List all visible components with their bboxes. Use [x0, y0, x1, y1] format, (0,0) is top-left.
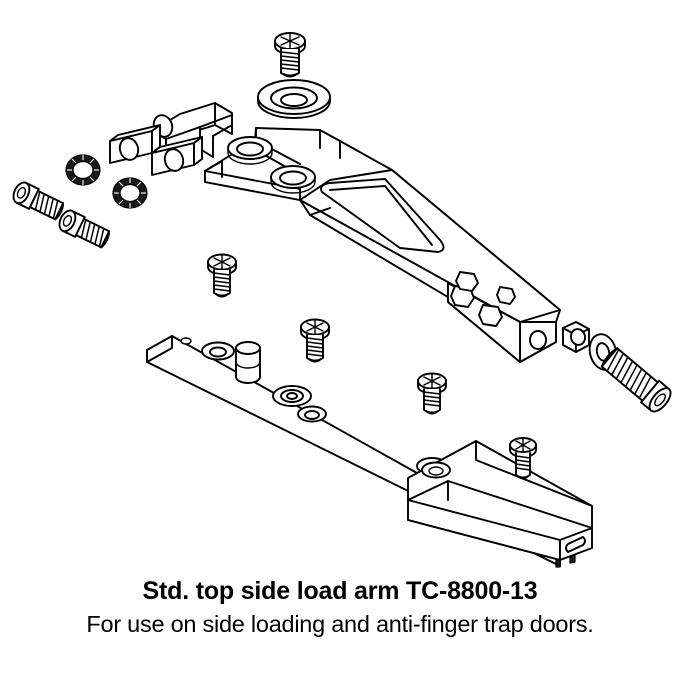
phillips-pan-head-screw-top — [274, 32, 306, 78]
caption-subtitle: For use on side loading and anti-finger … — [86, 611, 594, 637]
main-arm-body — [204, 127, 561, 341]
channel-shoe-bracket — [407, 440, 593, 568]
socket-head-screw-upper-left — [12, 181, 65, 221]
long-socket-head-screw-right — [600, 347, 672, 413]
phillips-screw-center-lower — [417, 372, 447, 415]
phillips-screw-shoe — [509, 437, 537, 480]
flat-washer-top — [257, 79, 331, 119]
link-bar-lower — [151, 136, 203, 176]
caption-title: Std. top side load arm TC-8800-13 — [142, 577, 538, 605]
square-rod-end — [447, 271, 557, 363]
phillips-screw-center-upper — [207, 253, 237, 298]
socket-head-screw-lower-left — [58, 209, 111, 249]
exploded-assembly-figure — [12, 32, 672, 568]
hex-nut-right — [562, 321, 590, 353]
star-lock-washer-lower — [112, 177, 148, 209]
plate-boss-pin — [235, 341, 261, 384]
caption-block: Std. top side load arm TC-8800-13 For us… — [0, 576, 680, 639]
phillips-screw-center-mid — [300, 318, 330, 363]
star-lock-washer-upper — [65, 154, 101, 186]
